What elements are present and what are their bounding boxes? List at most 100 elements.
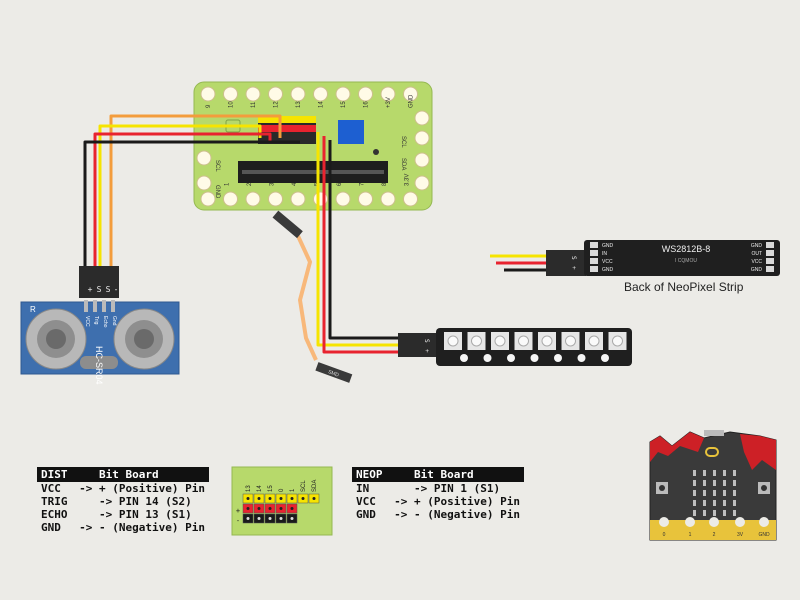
- neopixel-back-left-pad-label: GND: [602, 243, 614, 249]
- microbit-led: [723, 470, 726, 476]
- zoom-col-label: 1: [290, 488, 296, 492]
- pad-bottom: [290, 191, 306, 207]
- neopixel-cap: [460, 354, 468, 362]
- neop-header-col2: Bit Board: [414, 468, 474, 481]
- pad-top-label: 11: [251, 101, 257, 108]
- pad-top: [313, 86, 328, 102]
- wire-red: [93, 132, 272, 268]
- dist-table-row: VCC-> + (Positive) Pin: [37, 482, 209, 495]
- microbit-edge-label: 1: [689, 532, 692, 538]
- zoom-col-label: SCL: [301, 480, 307, 492]
- dist-table-row-pin: ECHO: [41, 508, 68, 521]
- neopixel-front-mark-s: S: [423, 339, 430, 343]
- microbit-edge-label: 0: [663, 532, 666, 538]
- pad-bottom-label: 8: [382, 182, 388, 186]
- neopixel-back-right-pad: [766, 258, 774, 264]
- pad-top-label: 15: [341, 101, 347, 108]
- neopixel-cap: [577, 354, 586, 362]
- wire-orange: [109, 114, 282, 268]
- neopixel-back-right-pad-label: OUT: [751, 251, 762, 257]
- wire-yellow-neo: [316, 132, 400, 347]
- neop-table-row: VCC-> + (Positive) Pin: [352, 495, 524, 508]
- pad-right-scl-top: [414, 110, 430, 126]
- neopixel-back-plug: [546, 250, 586, 276]
- pad-top: [403, 86, 418, 102]
- wire-red-neo: [322, 136, 400, 354]
- pad-top: [268, 86, 283, 102]
- microbit-edge-hole: [709, 517, 719, 527]
- neopixel-back-mark-plus: +: [570, 266, 577, 270]
- pad-top-label: 16: [364, 101, 370, 108]
- neopixel-back-left-pad-label: GND: [602, 267, 614, 273]
- wire-black-neo: [328, 140, 400, 340]
- microbit-led: [703, 480, 706, 486]
- loose-wire: SMD: [272, 210, 353, 383]
- side-label-scl-left: SCL: [214, 160, 220, 172]
- microbit-usb: [704, 430, 724, 436]
- sensor-mark-minus: -: [114, 285, 119, 294]
- neopixel-cap: [530, 354, 539, 362]
- sensor-pin-label: Gnd: [111, 316, 117, 326]
- microbit-led: [713, 490, 716, 496]
- side-label-scl-right: SCL: [400, 136, 406, 148]
- neopixel-back-left-pad: [590, 258, 598, 264]
- sensor-mark-s2: S: [106, 285, 111, 294]
- zoom-row-mark-minus: -: [236, 517, 240, 525]
- neopixel-back-left-pad-label: VCC: [602, 259, 613, 265]
- microbit-led: [693, 480, 696, 486]
- sensor-corner-mark: R: [30, 305, 36, 314]
- pad-bottom-label: 7: [360, 182, 366, 186]
- neopixel-wires: [316, 132, 400, 354]
- pad-top: [223, 86, 238, 102]
- sensor-wires: [83, 114, 300, 268]
- microbit-led: [703, 490, 706, 496]
- neopixel-model-label: WS2812B-8: [662, 244, 711, 254]
- microbit-edge-hole: [685, 517, 695, 527]
- side-label-gnd-left: GND: [214, 185, 220, 199]
- microbit-led: [713, 500, 716, 506]
- neopixel-back-left-pad: [590, 250, 598, 256]
- zoom-pin-grid: [242, 493, 320, 524]
- neop-table-row-pin: GND: [356, 508, 376, 521]
- pad-left-scl: [196, 150, 212, 166]
- neopixel-cap: [507, 354, 515, 362]
- microbit-led: [693, 490, 696, 496]
- sensor-mark-plus: +: [88, 285, 93, 294]
- pad-top-label: 10: [229, 101, 235, 108]
- microbit-logo: [705, 447, 719, 457]
- neopixel-back-left-pad: [590, 242, 598, 248]
- microbit-edge-connector: [650, 520, 776, 540]
- wire-yellow: [98, 124, 262, 268]
- neop-table-header: NEOP Bit Board: [352, 467, 524, 482]
- pad-top-label: 13: [296, 101, 302, 108]
- dist-table-row: ECHO-> PIN 13 (S1): [37, 508, 209, 521]
- sensor-model-label: HC-SR04: [94, 346, 104, 385]
- sensor-header-plug: [79, 266, 119, 298]
- sensor-mark-s1: S: [97, 285, 102, 294]
- dist-table-row-target: -> + (Positive) Pin: [79, 482, 205, 495]
- pad-bottom-label: 4: [292, 182, 298, 186]
- pad-top: [245, 86, 261, 102]
- neopixel-back-left-pad-label: IN: [602, 251, 607, 257]
- pad-bottom: [223, 191, 238, 207]
- dist-table-row-pin: TRIG: [41, 495, 68, 508]
- microbit-led: [723, 510, 726, 516]
- i2c-connector: [338, 120, 364, 144]
- pad-top-label: +3V: [386, 97, 392, 108]
- microbit-led: [713, 470, 716, 476]
- dist-table-header: DIST Bit Board: [37, 467, 209, 482]
- pad-top: [335, 86, 351, 102]
- sensor-crystal: [80, 356, 118, 369]
- pad-bottom: [268, 191, 283, 207]
- microbit-led: [713, 480, 716, 486]
- pad-top-label: 12: [274, 101, 280, 108]
- microbit-edge-hole: [759, 517, 769, 527]
- pad-top: [380, 86, 396, 102]
- pad-bottom-label: 1: [225, 182, 231, 186]
- pad-bottom: [403, 191, 418, 207]
